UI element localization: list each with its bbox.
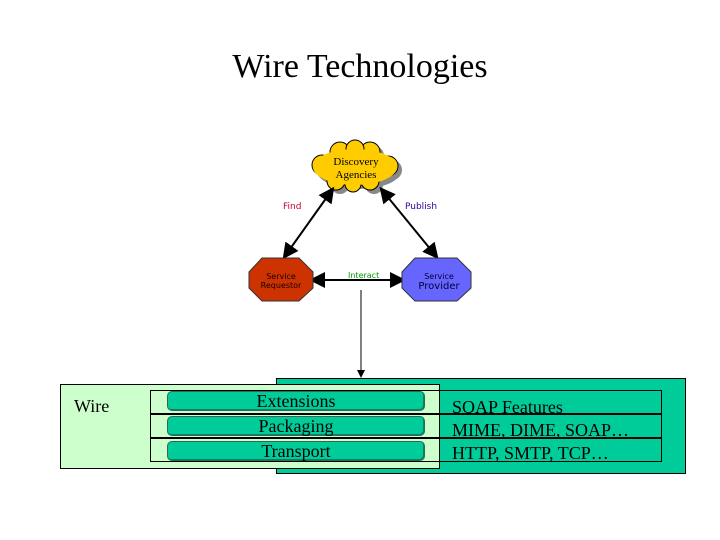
extensions-examples: SOAP Features <box>452 397 563 417</box>
service-provider-node <box>401 257 472 302</box>
wire-label: Wire <box>74 396 110 416</box>
discovery-label-line2: Agencies <box>335 169 377 181</box>
publish-label: Publish <box>405 202 438 212</box>
discovery-agencies-label: Discovery Agencies <box>320 156 392 182</box>
layer-transport: Transport <box>167 441 425 461</box>
requestor-label-line2: Requestor <box>260 281 302 290</box>
service-requestor-label: Service Requestor <box>250 272 312 290</box>
layer-row-extensions <box>150 390 662 414</box>
publish-arrow <box>379 186 439 260</box>
find-label: Find <box>283 202 302 212</box>
slide-title: Wire Technologies <box>232 48 488 85</box>
layer-row-transport <box>150 438 662 462</box>
transport-examples: HTTP, SMTP, TCP… <box>452 443 609 463</box>
layer-row-packaging <box>150 414 662 438</box>
requestor-label-line1: Service <box>266 272 296 281</box>
packaging-examples: MIME, DIME, SOAP… <box>452 420 630 440</box>
layer-packaging: Packaging <box>167 416 425 436</box>
interact-label: Interact <box>348 271 380 280</box>
layer-extensions: Extensions <box>167 391 425 411</box>
find-arrow <box>282 186 335 260</box>
discovery-agencies-cloud <box>311 139 399 193</box>
provider-label-line2: Provider <box>418 281 460 292</box>
discovery-label-line1: Discovery <box>333 156 379 168</box>
provider-label-line1: Service <box>424 272 454 281</box>
service-provider-label: Service Provider <box>404 272 474 293</box>
service-requestor-node <box>248 257 314 302</box>
